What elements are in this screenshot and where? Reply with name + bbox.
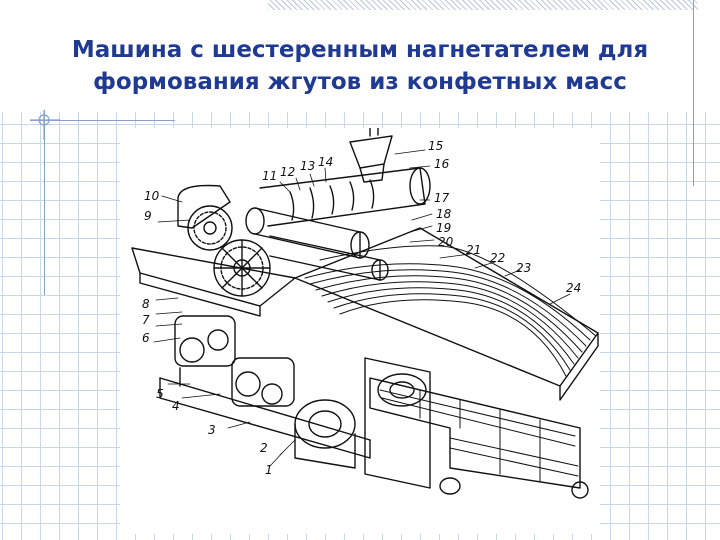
callout-15: 15: [428, 139, 443, 153]
title-band: [0, 0, 720, 112]
callout-6: 6: [142, 331, 150, 345]
callout-18: 18: [436, 207, 452, 221]
motor-right: [294, 399, 356, 449]
roller-2: [269, 235, 381, 281]
motor-left: [174, 315, 236, 367]
callout-3: 3: [208, 423, 216, 437]
callout-1: 1: [265, 463, 273, 477]
base-frame: [159, 377, 371, 459]
slide-title: Машина с шестеренным нагнетателем для фо…: [71, 37, 649, 95]
left-frame-line: [44, 110, 45, 295]
callout-14: 14: [318, 155, 333, 169]
callout-4: 4: [172, 399, 180, 413]
callout-5: 5: [156, 387, 164, 401]
callout-20: 20: [438, 235, 454, 249]
screw-barrel: [259, 167, 426, 227]
callout-24: 24: [566, 281, 581, 295]
callout-21: 21: [466, 243, 481, 257]
callout-10: 10: [144, 189, 160, 203]
callout-12: 12: [280, 165, 295, 179]
callout-8: 8: [142, 297, 150, 311]
callout-11: 11: [262, 169, 277, 183]
right-frame-line: [693, 0, 694, 186]
lower-conveyor: [369, 377, 581, 489]
crosshair-icon: [30, 110, 60, 140]
callout-23: 23: [516, 261, 531, 275]
callout-22: 22: [490, 251, 505, 265]
callout-7: 7: [142, 313, 150, 327]
hopper: [349, 135, 393, 169]
title-underline: [30, 120, 175, 121]
callout-9: 9: [144, 209, 152, 223]
callout-2: 2: [260, 441, 268, 455]
callout-17: 17: [434, 191, 450, 205]
callout-19: 19: [436, 221, 451, 235]
machine-diagram: 1 2 3 4 5 6 7 8 9 10 11 12 13 14 15 16 1…: [120, 128, 600, 534]
cutter-housing: [364, 357, 431, 489]
top-hatch-decoration: [268, 0, 698, 10]
callout-16: 16: [434, 157, 450, 171]
callout-13: 13: [300, 159, 315, 173]
gear-cover: [177, 184, 231, 229]
motor-center: [231, 357, 295, 407]
